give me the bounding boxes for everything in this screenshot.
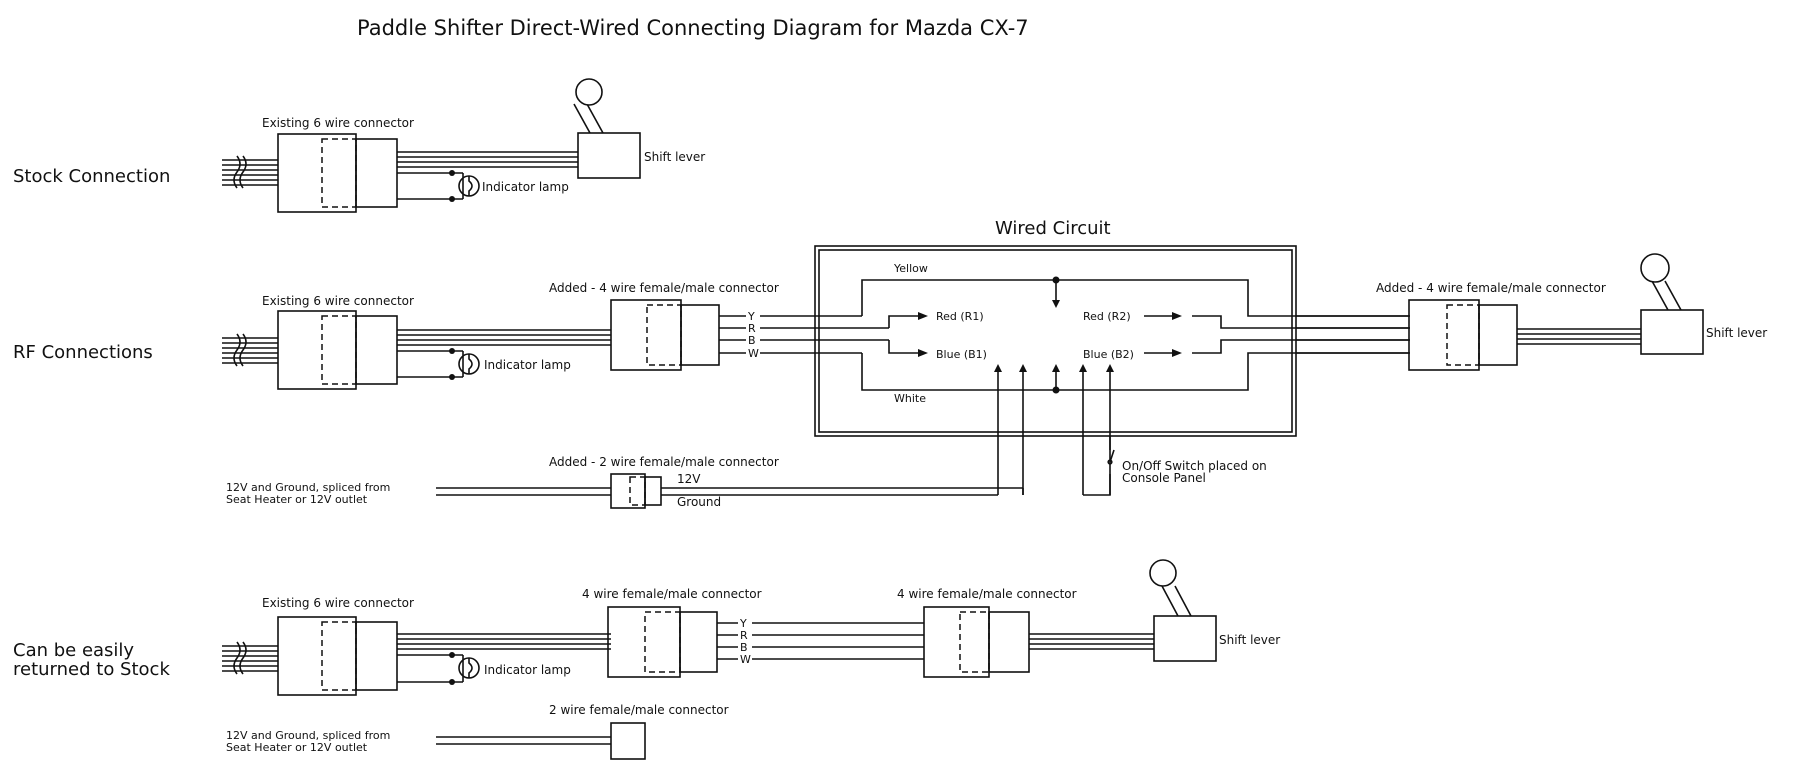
- lever-label: Shift lever: [1219, 633, 1280, 647]
- power-source-label-line2: Seat Heater or 12V outlet: [226, 741, 368, 754]
- connector-label: Existing 6 wire connector: [262, 116, 414, 130]
- conn2-label: 2 wire female/male connector: [549, 703, 729, 717]
- added-4wire-connector-right: [1408, 299, 1518, 371]
- six-wire-connector: [277, 133, 398, 213]
- ywrb-wires: [717, 622, 924, 660]
- wired-circuit-box: [814, 245, 1410, 495]
- circuit-label-blue-b1: Blue (B1): [936, 348, 987, 361]
- incoming-wire-bundle: [222, 641, 278, 675]
- lamp-label: Indicator lamp: [484, 358, 571, 372]
- switch-label-line1: On/Off Switch placed on: [1122, 459, 1267, 473]
- wire-letter-w: W: [740, 653, 751, 666]
- ywrb-wires: [719, 315, 889, 354]
- diagram-title: Paddle Shifter Direct-Wired Connecting D…: [357, 16, 1029, 40]
- wire-letter-y: Y: [739, 617, 747, 630]
- wire-letter-b: B: [748, 334, 756, 347]
- indicator-lamp-icon: [397, 348, 480, 380]
- added-2wire-connector-label: Added - 2 wire female/male connector: [549, 455, 779, 469]
- six-wire-connector: [277, 310, 398, 390]
- wire-letter-r: R: [740, 629, 748, 642]
- lever-label: Shift lever: [644, 150, 705, 164]
- stock-connection-section: Stock Connection Existing 6 wire connect…: [13, 78, 705, 213]
- lever-label: Shift lever: [1706, 326, 1767, 340]
- section-label-stock: Stock Connection: [13, 166, 170, 187]
- two-wire-connector: [610, 722, 646, 760]
- power-source-label-line1: 12V and Ground, spliced from: [226, 481, 390, 494]
- wire-letter-w: W: [748, 347, 759, 360]
- shift-lever-icon: [573, 78, 641, 179]
- added-4wire-connector-right-label: Added - 4 wire female/male connector: [1376, 281, 1606, 295]
- added-4wire-connector: [610, 299, 720, 371]
- rf-connection-section: RF Connections Existing 6 wire connector: [13, 218, 1767, 509]
- incoming-wire-bundle: [222, 155, 278, 189]
- four-wire-connector-a: [607, 606, 718, 678]
- circuit-label-red-r2: Red (R2): [1083, 310, 1131, 323]
- conn4a-label: 4 wire female/male connector: [582, 587, 762, 601]
- circuit-label-blue-b2: Blue (B2): [1083, 348, 1134, 361]
- indicator-lamp-icon: [397, 652, 480, 685]
- on-off-switch-icon: [1083, 436, 1115, 496]
- conn4b-label: 4 wire female/male connector: [897, 587, 1077, 601]
- added-2wire-connector: [610, 473, 662, 509]
- shift-lever-icon: [1640, 253, 1704, 355]
- section-label-return-line2: returned to Stock: [13, 659, 170, 680]
- four-wire-connector-b: [923, 606, 1030, 678]
- power-source-label-line1: 12V and Ground, spliced from: [226, 729, 390, 742]
- indicator-lamp-icon: [397, 170, 480, 202]
- power-source-label-line2: Seat Heater or 12V outlet: [226, 493, 368, 506]
- added-4wire-connector-label: Added - 4 wire female/male connector: [549, 281, 779, 295]
- incoming-wire-bundle: [222, 333, 278, 367]
- wire-letter-r: R: [748, 322, 756, 335]
- circuit-label-red-r1: Red (R1): [936, 310, 984, 323]
- section-label-rf: RF Connections: [13, 342, 153, 363]
- connector-label: Existing 6 wire connector: [262, 596, 414, 610]
- wire-letter-b: B: [740, 641, 748, 654]
- v12-label: 12V: [677, 472, 701, 486]
- connector-label: Existing 6 wire connector: [262, 294, 414, 308]
- lamp-label: Indicator lamp: [484, 663, 571, 677]
- wired-circuit-title: Wired Circuit: [995, 218, 1111, 239]
- circuit-label-yellow: Yellow: [893, 262, 928, 275]
- six-wire-connector: [277, 616, 398, 696]
- wire-letter-y: Y: [747, 310, 755, 323]
- section-label-return-line1: Can be easily: [13, 640, 134, 661]
- circuit-label-white: White: [894, 392, 926, 405]
- return-to-stock-section: Can be easily returned to Stock Existing…: [13, 559, 1280, 760]
- switch-label-line2: Console Panel: [1122, 471, 1206, 485]
- lamp-label: Indicator lamp: [482, 180, 569, 194]
- shift-lever-icon: [1149, 559, 1217, 662]
- ground-label: Ground: [677, 495, 721, 509]
